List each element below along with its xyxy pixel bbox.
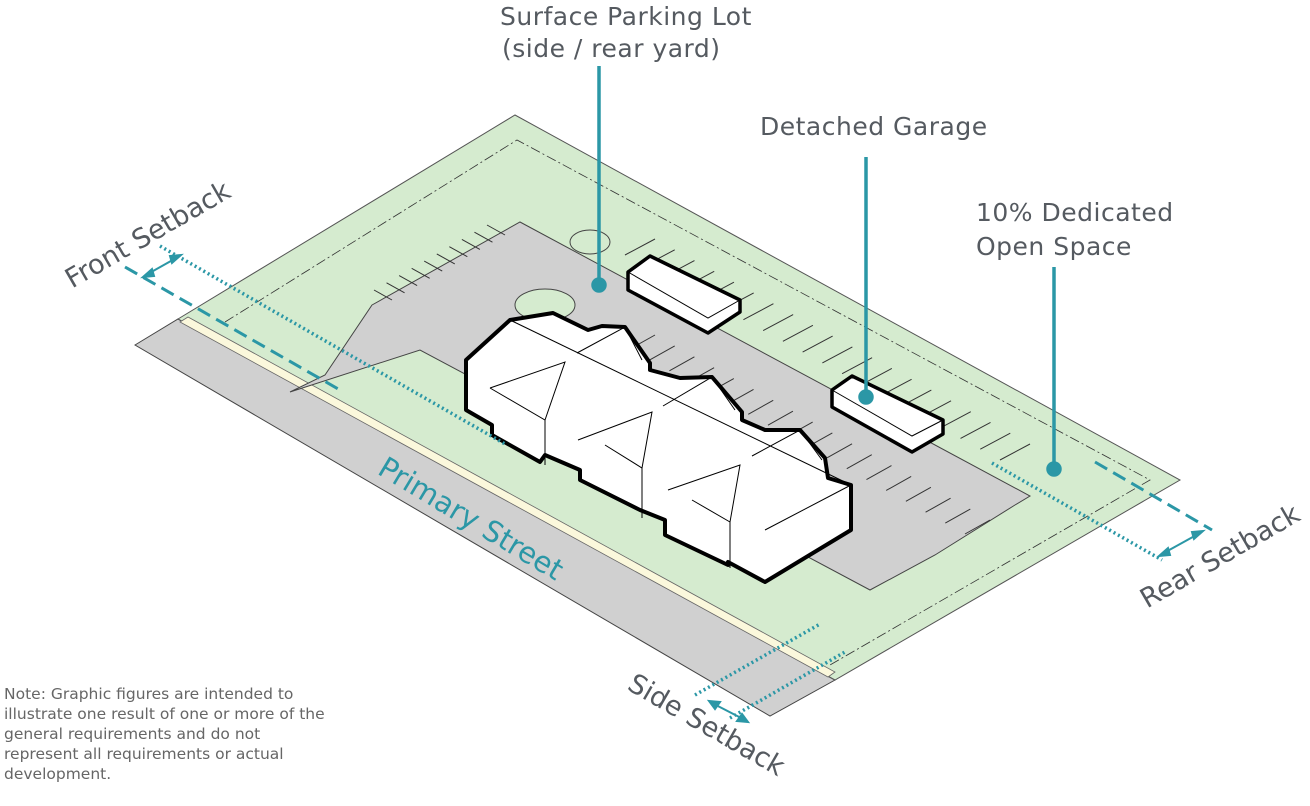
front-setback-dotted-line [159, 244, 506, 446]
rear-setback-dashed-line [1094, 460, 1213, 532]
parking-stripe [999, 443, 1031, 461]
main-building [464, 311, 853, 584]
parking-stripe [423, 260, 443, 272]
roof-lines [489, 319, 852, 568]
parking-stripe [866, 465, 892, 481]
parking-island-corner [569, 229, 611, 255]
detached-garage-1 [626, 254, 742, 335]
parking-lot-sublabel: (side / rear yard) [502, 34, 721, 63]
parking-stripe [373, 289, 393, 301]
parking-stripe [474, 231, 493, 243]
parking-stripe [964, 519, 991, 535]
parking-stripe [822, 346, 853, 364]
sidewalk [179, 316, 836, 678]
parking-stripe [980, 432, 1011, 450]
parking-stripe [925, 497, 951, 513]
parking-stripe [398, 275, 418, 286]
parking-stripe [486, 224, 506, 236]
parking-stripe [747, 399, 774, 415]
disclaimer-note: Note: Graphic figures are intended to il… [4, 685, 325, 783]
parking-stripe [386, 282, 405, 294]
parking-stripe [782, 324, 814, 342]
open-space-label: 10% Dedicated [976, 198, 1174, 227]
parking-lot-label: Surface Parking Lot [500, 2, 752, 31]
lot-line [224, 139, 1151, 666]
parking-stripe [885, 476, 912, 491]
parking-stripe [743, 303, 774, 321]
leader-lines [591, 66, 1062, 477]
parking-stripe [411, 267, 430, 279]
parking-stripe [649, 345, 675, 361]
parking-stripe [762, 314, 794, 331]
parking-stripe [767, 410, 794, 426]
parking-stripe [905, 486, 932, 502]
side-setback-line-2 [729, 650, 846, 720]
dimension-arrows [140, 253, 1206, 724]
parking-stripe [826, 443, 853, 459]
parking-stripe [960, 421, 991, 439]
parking-stripe [945, 508, 971, 524]
garage-label: Detached Garage [760, 112, 988, 141]
parking-stripe [669, 356, 695, 372]
parking-stripe [461, 239, 481, 250]
side-setback-line-1 [694, 622, 821, 697]
parking-stripe [846, 454, 873, 470]
parking-stripe [624, 238, 656, 256]
parking-stripe [436, 253, 456, 265]
parking-stripe [940, 411, 972, 429]
parking-stripe [449, 246, 468, 258]
parking-stripe [802, 335, 833, 353]
open-space-sublabel: Open Space [976, 232, 1132, 261]
